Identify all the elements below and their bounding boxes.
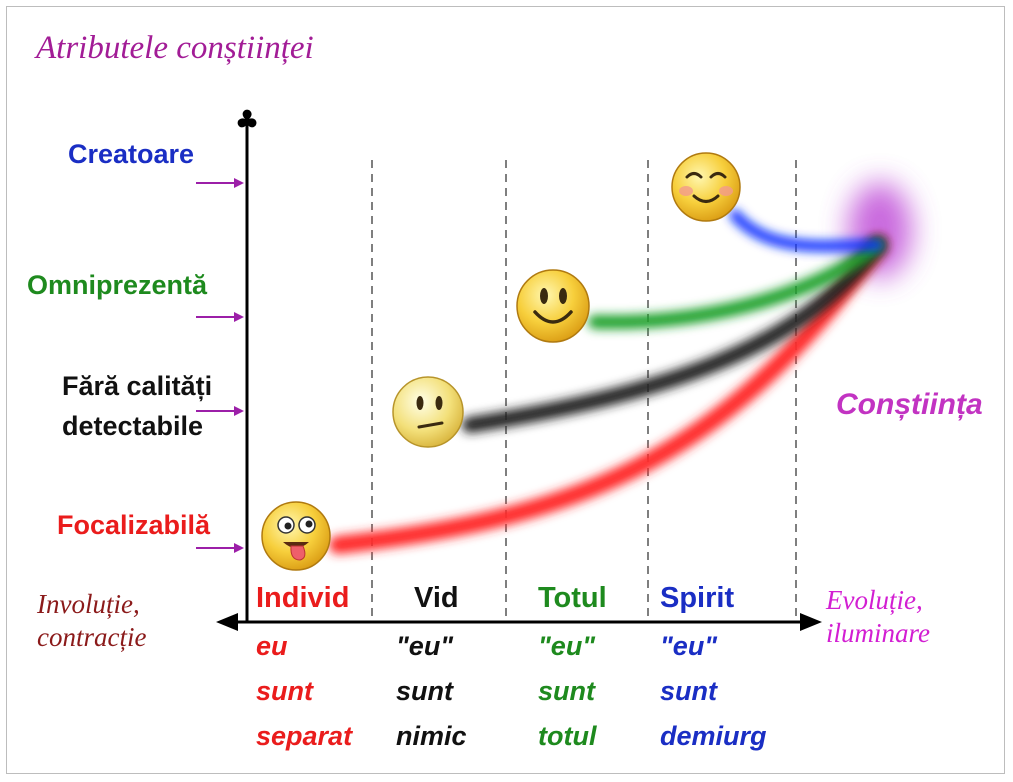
y-label-fara-calitati-line1: Fără calități — [62, 371, 213, 401]
phrase-word: nimic — [396, 721, 467, 751]
right-side-label: Evoluție, iluminare — [826, 584, 930, 650]
blue-path — [729, 209, 884, 252]
y-tick-arrows — [196, 178, 244, 553]
phrase-word: totul — [538, 721, 597, 751]
left-side-line2: contracție — [37, 622, 147, 652]
stage-label-totul: Totul — [538, 582, 607, 614]
black-path — [462, 237, 886, 433]
phrase-word: sunt — [396, 676, 453, 706]
consciousness-label: Conștiința — [836, 388, 983, 421]
diagram-title: Atributele conștiinței — [36, 30, 314, 66]
x-axis-arrow-right — [800, 613, 822, 631]
confused-face-icon — [392, 376, 464, 448]
x-axis-arrow-left — [216, 613, 238, 631]
phrase-word: sunt — [256, 676, 313, 706]
phrase-word: sunt — [660, 676, 717, 706]
left-side-label: Involuție, contracție — [37, 588, 146, 654]
phrase-spirit: "eu" sunt demiurg — [660, 624, 767, 759]
stage-label-spirit: Spirit — [660, 582, 735, 614]
stage-label-individ: Individ — [256, 582, 350, 614]
y-label-fara-calitati: Fără calități detectabile — [62, 366, 212, 446]
blushing-smile-face-icon — [671, 152, 741, 222]
y-label-omniprezenta: Omniprezentă — [27, 270, 208, 300]
smiling-face-icon — [516, 269, 590, 343]
phrase-word: "eu" — [396, 631, 454, 661]
phrase-individ: eu sunt separat — [256, 624, 352, 759]
y-label-creatoare: Creatoare — [68, 139, 195, 169]
diagram-frame — [6, 6, 1005, 774]
phrase-word: "eu" — [660, 631, 718, 661]
phrase-word: "eu" — [538, 631, 596, 661]
phrase-word: eu — [256, 631, 288, 661]
y-label-fara-calitati-line2: detectabile — [62, 411, 204, 441]
stage-label-vid: Vid — [414, 582, 459, 614]
right-side-line2: iluminare — [826, 618, 930, 648]
y-label-focalizabila: Focalizabilă — [57, 510, 211, 540]
phrase-word: separat — [256, 721, 353, 751]
axis-top-symbol: ♣ — [234, 104, 259, 137]
right-side-line1: Evoluție, — [826, 585, 923, 615]
left-side-line1: Involuție, — [37, 589, 140, 619]
phrase-word: sunt — [538, 676, 595, 706]
phrase-word: demiurg — [660, 721, 767, 751]
phrase-vid: "eu" sunt nimic — [396, 624, 467, 759]
green-path — [588, 238, 885, 330]
phrase-totul: "eu" sunt totul — [538, 624, 596, 759]
crazy-tongue-face-icon — [261, 501, 331, 571]
red-path — [329, 236, 887, 554]
